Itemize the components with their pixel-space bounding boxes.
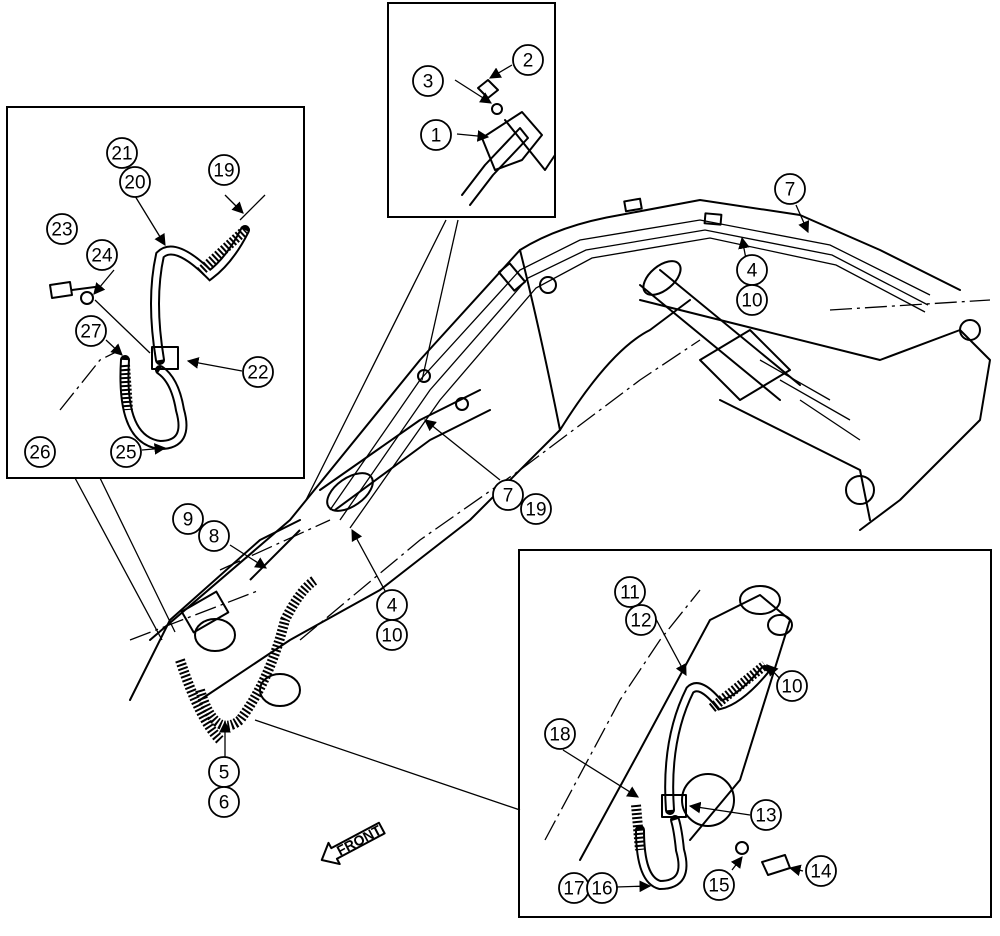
callout-balloon: 2 [512,44,544,76]
callout-number: 9 [183,510,194,531]
callout-balloon: 19 [208,154,240,186]
callout-balloon: 15 [703,869,735,901]
callout-balloon: 16 [586,872,618,904]
front-direction-arrow: FRONT [320,822,386,866]
callout-number: 7 [785,180,796,201]
callout-balloon: 5 [208,756,240,788]
callout-balloon: 9 [172,503,204,535]
boom-assembly [129,197,991,744]
callout-balloon: 4 [376,589,408,621]
callout-balloon: 7 [492,479,524,511]
callout-number: 16 [591,879,612,900]
callout-number: 4 [387,596,398,617]
callout-balloon: 10 [736,284,768,316]
callout-balloon: 23 [46,213,78,245]
callout-balloon: 1 [420,119,452,151]
callout-number: 19 [525,500,546,521]
callout-number: 10 [381,626,402,647]
callout-number: 17 [563,879,584,900]
callout-number: 10 [741,291,762,312]
inset-left-hose [6,106,305,641]
callout-balloon: 4 [736,254,768,286]
callout-balloon: 10 [376,619,408,651]
callout-number: 27 [80,322,101,343]
inset-clamp-detail [305,2,556,501]
callout-number: 20 [124,173,145,194]
callout-balloon: 19 [520,493,552,525]
callout-balloon: 26 [24,436,56,468]
callout-balloon: 12 [625,604,657,636]
callout-balloon: 27 [75,315,107,347]
callout-number: 22 [247,363,268,384]
inset-right-hose [254,549,992,918]
callout-balloon: 20 [119,166,151,198]
callout-number: 3 [423,72,434,93]
callout-number: 2 [523,51,534,72]
callout-balloon: 24 [86,239,118,271]
callout-balloon: 18 [544,718,576,750]
callout-number: 13 [755,806,776,827]
callout-number: 11 [620,583,640,604]
callout-balloon: 6 [208,786,240,818]
callout-number: 1 [431,126,442,147]
callout-number: 19 [213,161,234,182]
callout-number: 8 [209,527,220,548]
callout-balloon: 14 [805,855,837,887]
callout-balloon: 22 [242,356,274,388]
callout-balloon: 10 [776,670,808,702]
front-label: FRONT [334,822,384,859]
callout-balloon: 3 [412,65,444,97]
callout-number: 7 [503,486,514,507]
callout-number: 10 [781,677,802,698]
callout-balloon: 25 [110,436,142,468]
callout-balloon: 13 [750,799,782,831]
callout-balloon: 21 [106,137,138,169]
callout-number: 4 [747,261,758,282]
callout-number: 23 [51,220,72,241]
callout-number: 6 [219,793,230,814]
callout-number: 18 [549,725,570,746]
callout-balloon: 7 [774,173,806,205]
callout-number: 25 [115,443,136,464]
callout-number: 15 [708,876,729,897]
callout-number: 12 [630,611,651,632]
callout-balloon: 11 [614,576,646,608]
callout-number: 21 [111,144,132,165]
callout-number: 24 [91,246,113,267]
callout-balloon: 8 [198,520,230,552]
callout-balloon: 17 [558,872,590,904]
callout-number: 26 [29,443,50,464]
callout-number: 5 [219,763,230,784]
callout-number: 14 [810,862,832,883]
